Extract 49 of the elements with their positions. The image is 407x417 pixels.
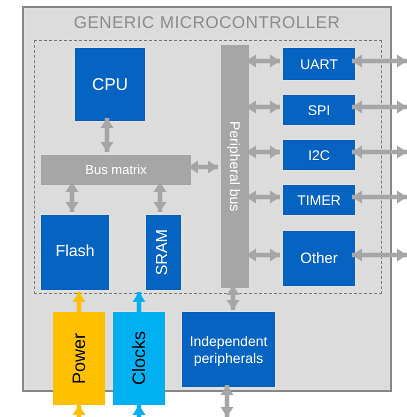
double-arrow (246, 100, 280, 114)
double-arrow (66, 182, 78, 212)
arrow (72, 292, 86, 312)
block-label: Clocks (128, 331, 150, 386)
arrow (72, 405, 86, 417)
block-label: Flash (55, 243, 95, 262)
double-arrow (352, 190, 407, 204)
double-arrow (100, 118, 114, 152)
chip-outline (22, 6, 392, 392)
block-box (283, 231, 355, 286)
block-box (182, 312, 275, 387)
double-arrow (246, 248, 280, 262)
block-label: Bus matrix (85, 162, 147, 178)
block-label: TIMER (297, 192, 341, 208)
double-arrow (352, 146, 407, 158)
double-arrow (188, 160, 218, 174)
double-arrow (246, 190, 280, 204)
block-box (75, 48, 145, 121)
arrow (132, 292, 146, 312)
block-label: SRAM (154, 229, 172, 276)
block-box (146, 215, 181, 290)
double-arrow (154, 182, 166, 212)
block-box (283, 95, 355, 125)
block-box (41, 215, 109, 290)
block-box (53, 312, 105, 405)
block-box (41, 155, 191, 185)
block-label: CPU (92, 74, 128, 94)
block-label: SPI (308, 102, 330, 118)
double-arrow (246, 54, 280, 68)
double-arrow (220, 385, 234, 417)
double-arrow (352, 100, 407, 114)
block-label: I2C (308, 146, 330, 164)
double-arrow (226, 285, 240, 310)
double-arrow (352, 54, 407, 68)
double-arrow (246, 146, 280, 158)
chip-title: GENERIC MICROCONTROLLER (74, 13, 340, 33)
bus-bar (221, 45, 249, 288)
block-label: Other (300, 250, 338, 268)
block-box (113, 312, 165, 405)
block-box (283, 48, 355, 80)
double-arrow (352, 248, 407, 262)
block-label: UART (300, 56, 338, 72)
arrow (132, 405, 146, 417)
block-box (283, 185, 355, 215)
block-label: Independent peripherals (188, 333, 268, 366)
region-outline (34, 40, 382, 294)
block-label: Peripheral bus (226, 121, 244, 212)
block-box (283, 140, 355, 170)
block-label: Power (68, 332, 90, 384)
